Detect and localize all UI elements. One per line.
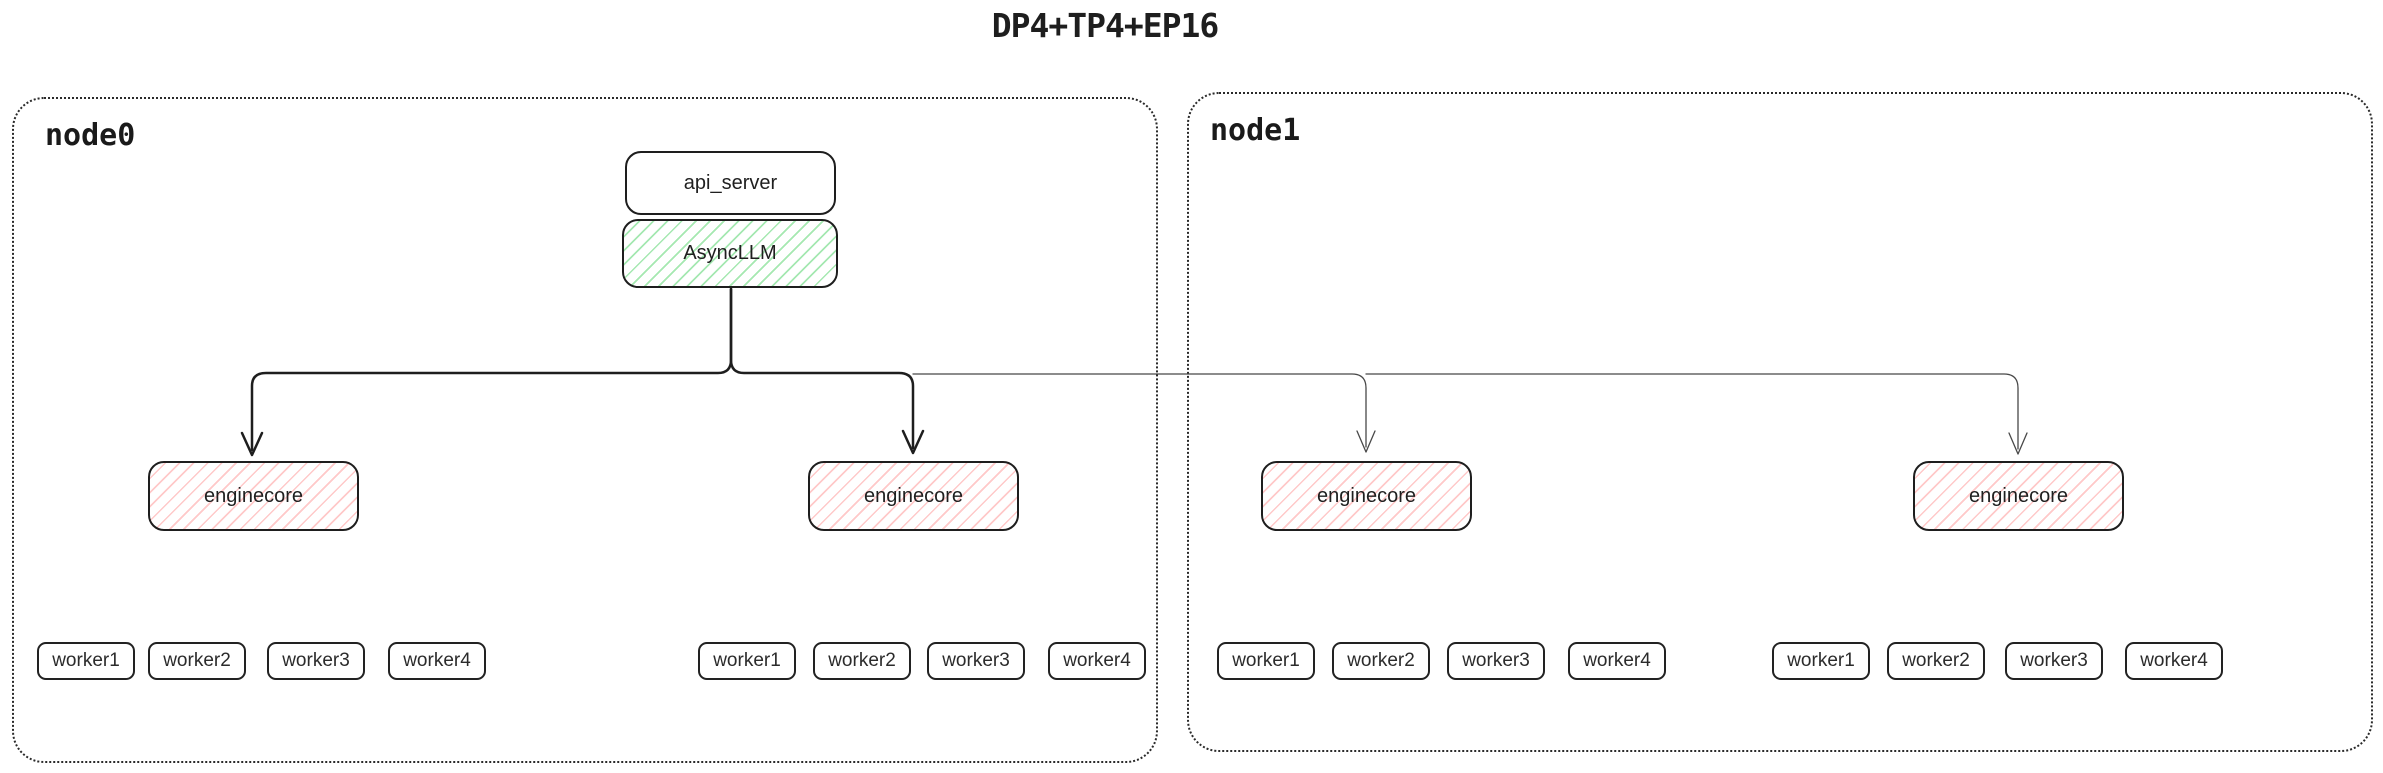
enginecore-label: enginecore <box>864 484 963 507</box>
enginecore-box-2: enginecore <box>808 461 1019 531</box>
worker-box: worker1 <box>37 642 135 680</box>
enginecore-box-1: enginecore <box>148 461 359 531</box>
node0-label: node0 <box>45 118 136 153</box>
worker-box: worker2 <box>148 642 246 680</box>
worker-box: worker4 <box>1048 642 1146 680</box>
enginecore-box-3: enginecore <box>1261 461 1472 531</box>
asyncllm-box: AsyncLLM <box>622 219 838 288</box>
worker-box: worker2 <box>1332 642 1430 680</box>
enginecore-box-4: enginecore <box>1913 461 2124 531</box>
worker-box: worker3 <box>2005 642 2103 680</box>
enginecore-label: enginecore <box>1317 484 1416 507</box>
api-server-label: api_server <box>683 171 778 194</box>
api-server-box: api_server <box>625 151 836 215</box>
worker-box: worker1 <box>1217 642 1315 680</box>
worker-box: worker3 <box>927 642 1025 680</box>
worker-box: worker4 <box>1568 642 1666 680</box>
worker-box: worker2 <box>813 642 911 680</box>
worker-box: worker2 <box>1887 642 1985 680</box>
diagram-title: DP4+TP4+EP16 <box>991 6 1219 45</box>
enginecore-label: enginecore <box>1969 484 2068 507</box>
asyncllm-label: AsyncLLM <box>683 242 777 264</box>
worker-box: worker4 <box>2125 642 2223 680</box>
worker-box: worker1 <box>1772 642 1870 680</box>
worker-box: worker1 <box>698 642 796 680</box>
worker-box: worker3 <box>267 642 365 680</box>
worker-box: worker4 <box>388 642 486 680</box>
enginecore-label: enginecore <box>204 484 303 507</box>
worker-box: worker3 <box>1447 642 1545 680</box>
node1-label: node1 <box>1210 113 1301 148</box>
